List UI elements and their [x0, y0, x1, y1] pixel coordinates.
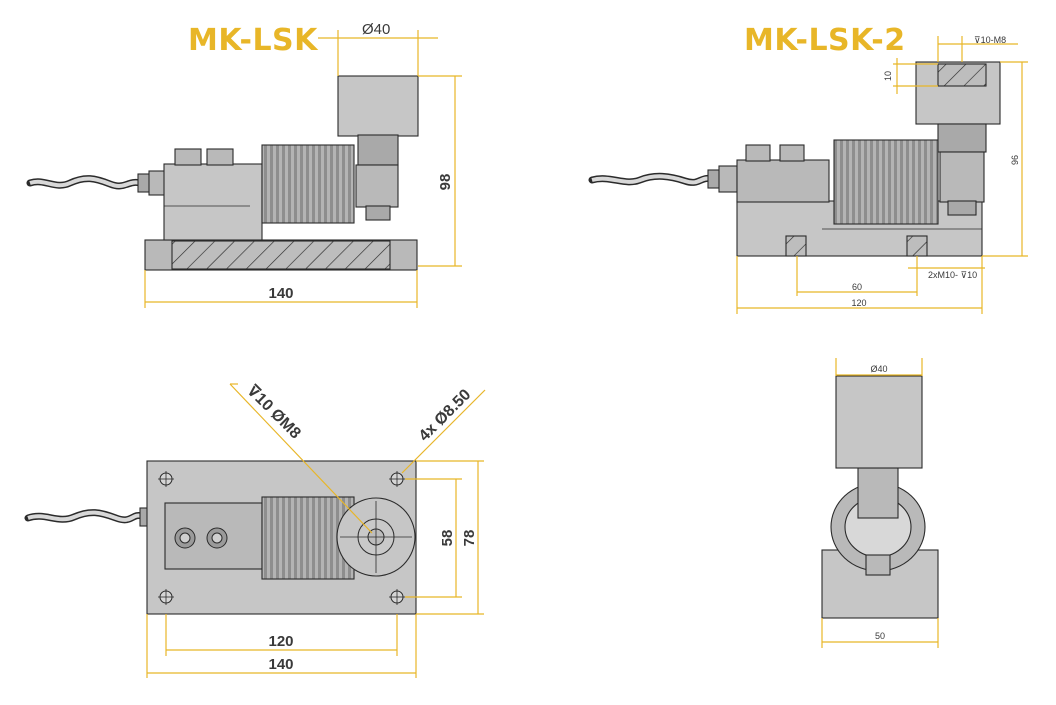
bellows — [261, 144, 355, 224]
dim-120: 120 — [268, 633, 293, 650]
title-right: MK-LSK-2 — [744, 23, 906, 58]
dim-top-diameter-40: Ø40 — [362, 21, 390, 38]
dim-58: 58 — [439, 530, 456, 547]
dim-tapped-hole: ⊽10-M8 — [974, 35, 1006, 45]
mounting-holes — [158, 471, 405, 605]
sensor-body — [163, 163, 263, 241]
dim-width-140: 140 — [268, 285, 293, 302]
dim-height-98: 98 — [437, 174, 454, 191]
view-mk-lsk-2-side: ⊽10-M8 10 96 2xM10- ⊽10 60 120 — [588, 35, 1028, 314]
dim-height-96: 96 — [1010, 155, 1020, 165]
dim-140: 140 — [268, 656, 293, 673]
dim-end-width-50: 50 — [875, 631, 885, 641]
dim-end-diameter-40: Ø40 — [870, 364, 887, 374]
view-mk-lsk-end: Ø40 50 — [821, 358, 939, 648]
view-mk-lsk-side: Ø40 98 140 — [26, 21, 462, 308]
dim-mount-threads: 2xM10- ⊽10 — [928, 270, 977, 280]
view-mk-lsk-top: ⊽10 ØM8 4x Ø8.50 58 78 120 140 — [24, 382, 486, 678]
title-left: MK-LSK — [188, 23, 319, 58]
load-button — [337, 75, 419, 137]
dim-holes: 4x Ø8.50 — [416, 386, 475, 445]
dim-center-thread: ⊽10 ØM8 — [243, 382, 304, 443]
dim-thread-depth-10: 10 — [883, 71, 893, 81]
cable-gland — [137, 173, 151, 193]
load-button-end — [835, 375, 923, 469]
bellows — [833, 139, 939, 225]
dim-78: 78 — [461, 530, 478, 547]
dim-hole-spacing-60: 60 — [852, 282, 862, 292]
dim-length-120: 120 — [851, 298, 866, 308]
